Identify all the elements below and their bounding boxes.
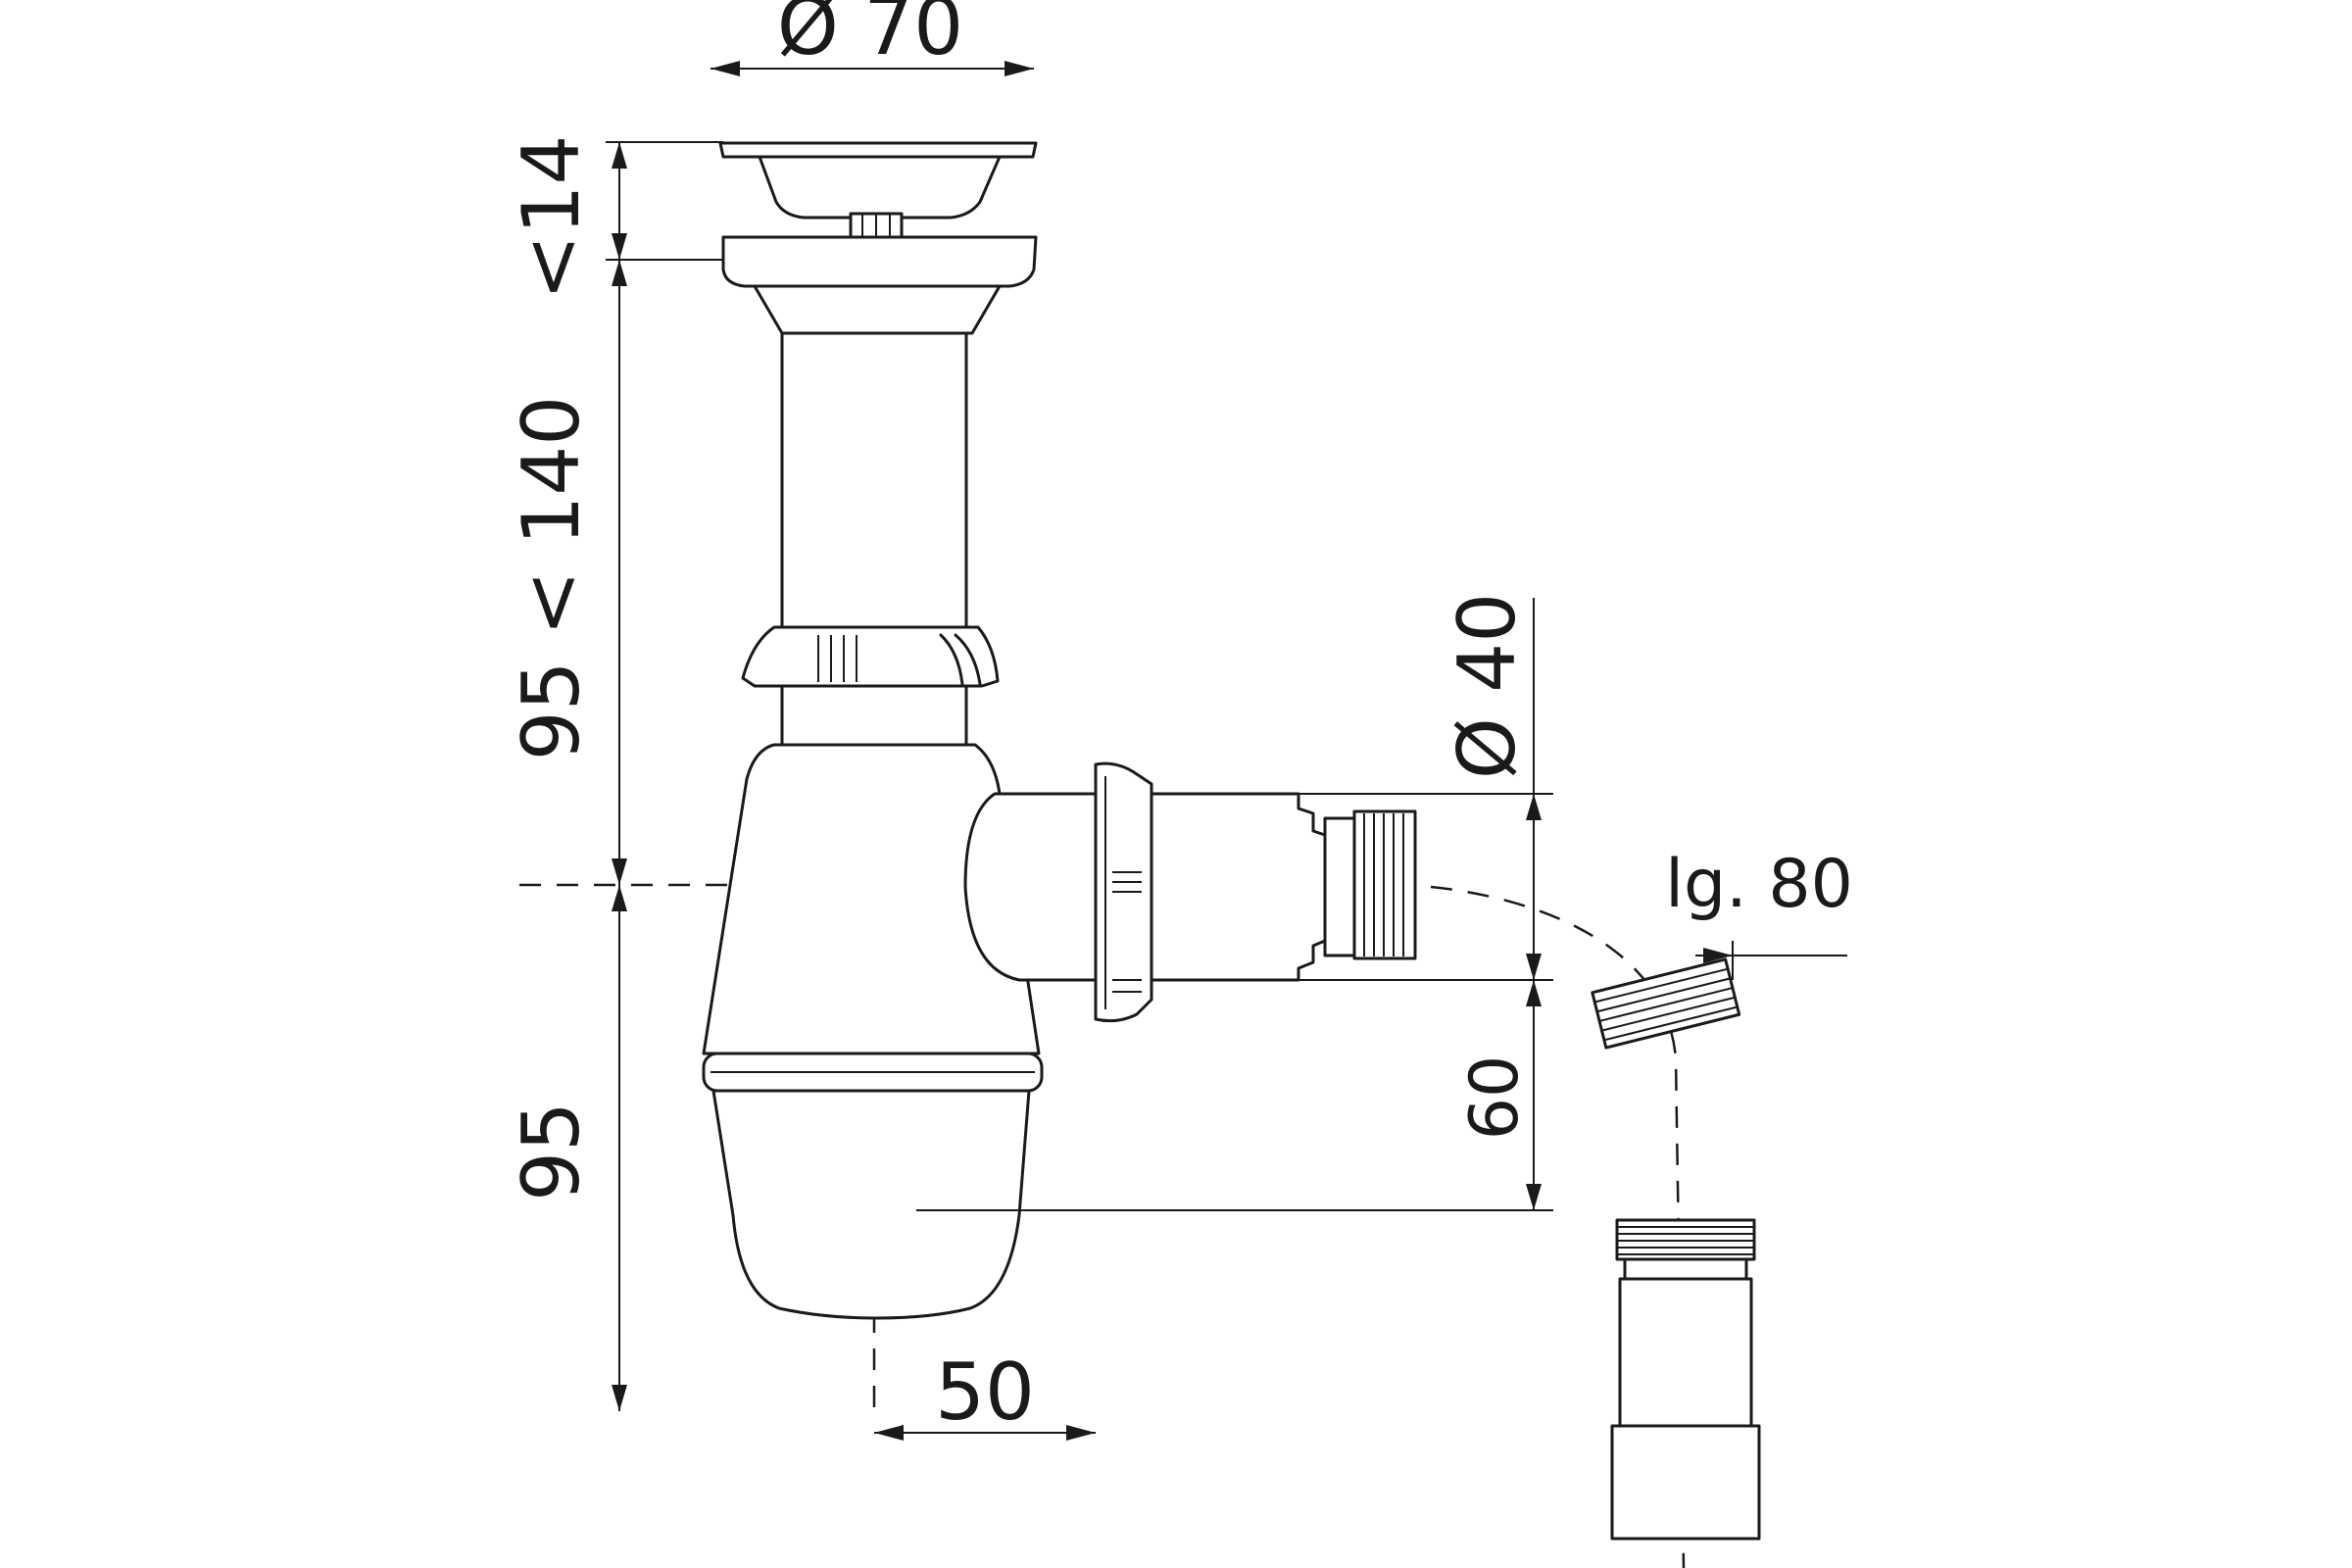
label-length: lg. 80 — [1665, 846, 1853, 923]
label-top-diameter: Ø 70 — [777, 0, 963, 73]
adapter-fitting — [1610, 1218, 1761, 1541]
tube-nut — [741, 625, 1000, 688]
angled-fitting — [1591, 957, 1741, 1050]
dim-lower-height: 95 — [506, 885, 627, 1411]
dim-top-diameter: Ø 70 — [710, 0, 1034, 76]
label-offset: 50 — [935, 1347, 1035, 1438]
dim-offset: 50 — [874, 1347, 1096, 1441]
flex-centerline — [1430, 885, 1686, 1568]
dim-outlet-drop: 60 — [916, 980, 1553, 1211]
trap-body — [702, 743, 1044, 1320]
strainer-cap — [718, 141, 1038, 239]
side-outlet — [963, 761, 1417, 1023]
label-outlet-diameter: Ø 40 — [1442, 593, 1533, 779]
dim-outlet-diameter: Ø 40 — [1298, 593, 1553, 981]
label-upper-height: 95 < 140 — [506, 396, 597, 760]
tube-lower — [780, 684, 968, 747]
vertical-tube — [780, 331, 968, 629]
label-outlet-drop: 60 — [1456, 1055, 1534, 1141]
drain-flange — [721, 235, 1038, 335]
dim-upper-height: 95 < 140 — [506, 260, 627, 885]
dim-grid-gap: <14 — [506, 135, 723, 301]
dim-length: lg. 80 — [1665, 846, 1853, 980]
label-lower-height: 95 — [506, 1102, 597, 1201]
label-grid-gap: <14 — [506, 135, 597, 301]
